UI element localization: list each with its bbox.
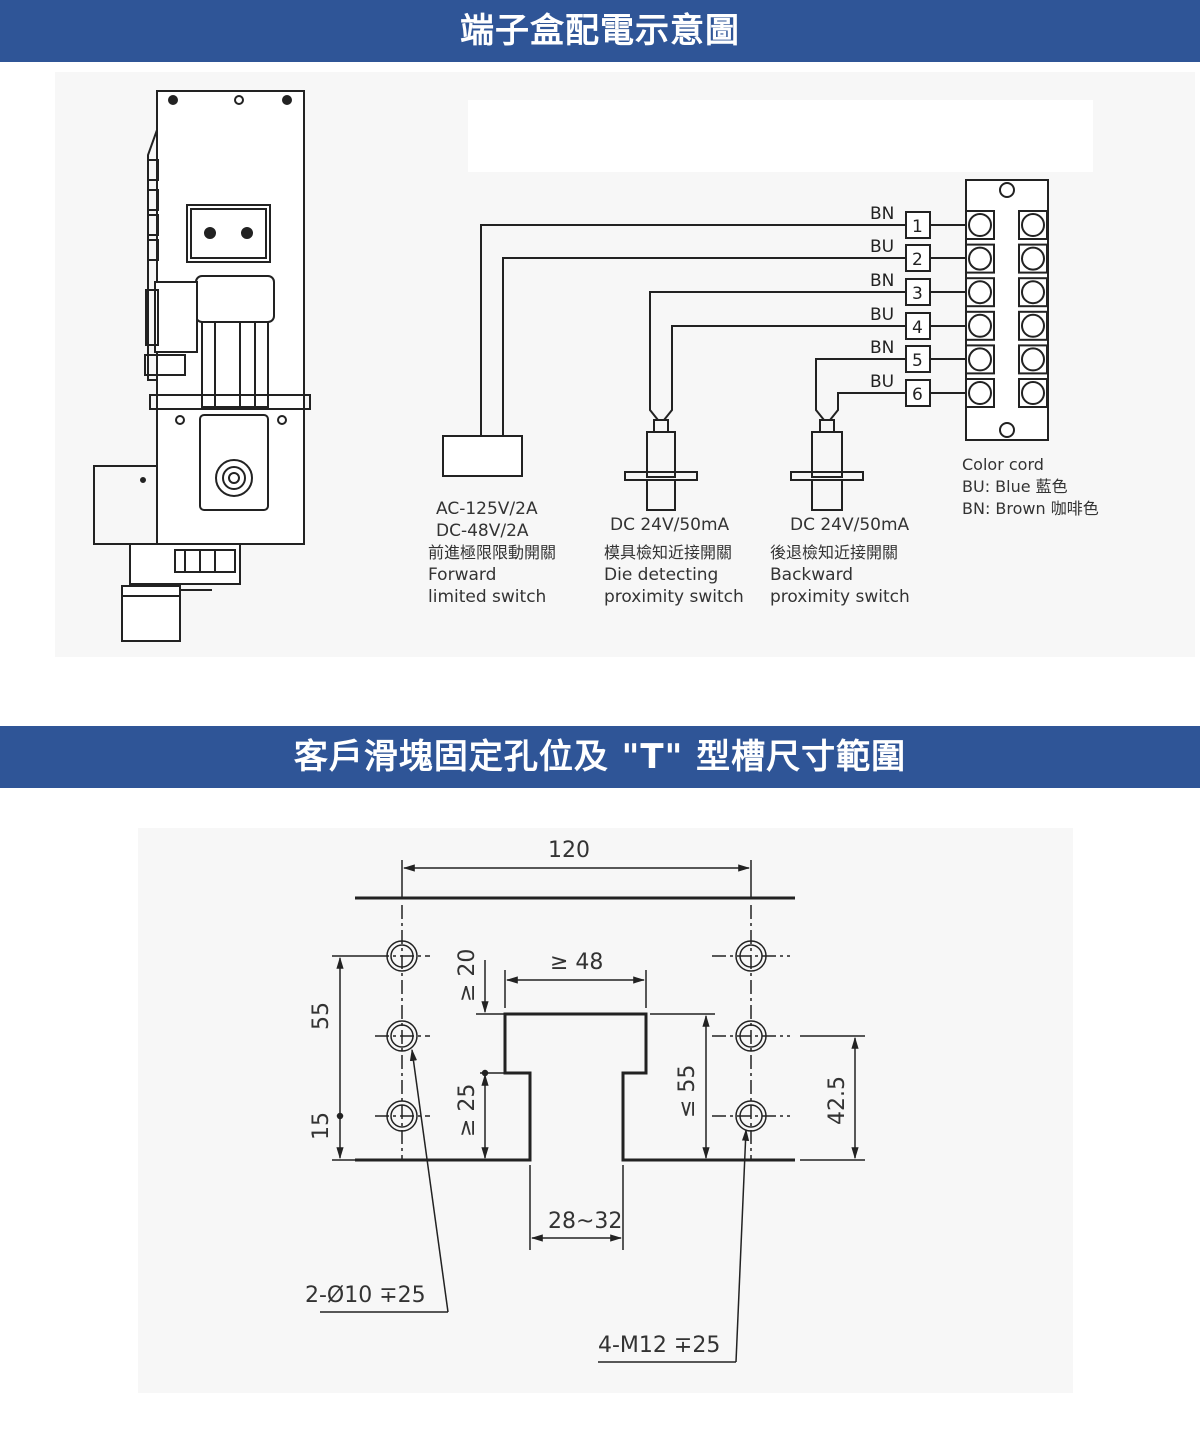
terminal-screw	[968, 246, 992, 271]
dim-slot-bottom: 28~32	[548, 1209, 622, 1234]
terminal-2: BU 2	[870, 237, 931, 272]
switch-forward-rating1: AC-125V/2A	[436, 499, 538, 519]
switch-die-zh: 模具檢知近接開關	[604, 543, 732, 562]
terminal-screw-box	[1018, 310, 1048, 341]
machine-side-view	[93, 90, 311, 642]
legend-bu: BU: Blue 藍色	[962, 477, 1068, 496]
terminal-labels: BN 1 BU 2 BN 3 BU 4 BN 5 BU 6	[870, 204, 931, 407]
terminal-num-3: 3	[912, 284, 923, 304]
wire-label-3: BN	[870, 271, 894, 291]
switch-die-rating: DC 24V/50mA	[610, 515, 730, 535]
color-legend: Color cord BU: Blue 藍色 BN: Brown 咖啡色	[962, 455, 1099, 518]
terminal-screw	[968, 213, 992, 237]
terminal-screw	[968, 347, 992, 372]
wire-label-6: BU	[870, 372, 894, 392]
wire-label-4: BU	[870, 305, 894, 325]
terminal-num-4: 4	[912, 318, 923, 338]
dimension-labels: 120 ≥ 48 28~32 ≥ 20 ≥ 25 ≤ 55 42.5 55 15…	[305, 838, 850, 1358]
dim-width: 120	[548, 838, 590, 863]
terminal-screw-box	[1018, 344, 1048, 375]
dim-slot-top: ≥ 48	[550, 950, 603, 975]
hole-note: 2-Ø10 ∓25	[305, 1283, 426, 1308]
terminal-screw-box	[1018, 243, 1048, 274]
wires	[442, 224, 966, 511]
thread-note: 4-M12 ∓25	[598, 1333, 720, 1358]
terminal-num-6: 6	[912, 385, 923, 405]
terminal-5: BN 5	[870, 338, 931, 373]
terminal-screw	[968, 381, 992, 405]
switch-backward-en1: Backward	[770, 565, 853, 585]
switch-forward-zh: 前進極限限動開關	[428, 543, 556, 562]
terminal-num-2: 2	[912, 250, 923, 270]
wire-label-5: BN	[870, 338, 894, 358]
t-slot-profile	[355, 1012, 795, 1162]
switch-die-en1: Die detecting	[604, 565, 718, 585]
legend-title: Color cord	[962, 455, 1044, 474]
terminal-screw	[1021, 381, 1045, 405]
dim-pitch-55: 55	[309, 1002, 334, 1030]
wiring-diagram: BN 1 BU 2 BN 3 BU 4 BN 5 BU 6	[55, 72, 1195, 657]
terminal-4: BU 4	[870, 305, 931, 340]
switch-forward-rating2: DC-48V/2A	[436, 521, 529, 541]
dim-slot-height: ≤ 55	[675, 1065, 700, 1118]
terminal-screw-box	[1018, 277, 1048, 308]
legend-bn: BN: Brown 咖啡色	[962, 499, 1099, 518]
switch-backward-zh: 後退檢知近接開關	[770, 543, 898, 562]
terminal-screw	[1021, 213, 1045, 237]
switch-backward-caption: DC 24V/50mA 後退檢知近接開關 Backward proximity …	[770, 515, 910, 607]
section-title-slot: 客戶滑塊固定孔位及 "T" 型槽尺寸範圍	[0, 726, 1200, 788]
terminal-num-1: 1	[912, 217, 923, 237]
terminal-screw-box	[1018, 378, 1048, 408]
terminal-screw	[968, 280, 992, 305]
wire-label-1: BN	[870, 204, 894, 224]
switch-die-en2: proximity switch	[604, 587, 744, 607]
wire-label-2: BU	[870, 237, 894, 257]
terminal-screw	[1021, 347, 1045, 372]
dim-pitch-15: 15	[309, 1112, 334, 1140]
terminal-6: BU 6	[870, 372, 931, 407]
switch-die-caption: DC 24V/50mA 模具檢知近接開關 Die detecting proxi…	[604, 515, 744, 607]
dim-depth-bottom: ≥ 25	[455, 1084, 480, 1137]
terminal-screw	[1021, 280, 1045, 305]
terminal-1: BN 1	[870, 204, 931, 239]
dim-height-right: 42.5	[825, 1076, 850, 1125]
mounting-holes	[386, 940, 767, 1132]
section-title-wiring: 端子盒配電示意圖	[0, 0, 1200, 62]
switch-forward-caption: AC-125V/2A DC-48V/2A 前進極限限動開關 Forward li…	[428, 499, 556, 607]
terminal-screw	[1021, 313, 1045, 338]
switch-backward-rating: DC 24V/50mA	[790, 515, 910, 535]
terminal-screw	[968, 313, 992, 338]
switch-forward-en1: Forward	[428, 565, 496, 585]
terminal-screw-box	[1018, 210, 1048, 240]
terminal-block	[965, 179, 1049, 441]
switch-forward-en2: limited switch	[428, 587, 546, 607]
switch-backward-en2: proximity switch	[770, 587, 910, 607]
terminal-3: BN 3	[870, 271, 931, 306]
terminal-screw	[1021, 246, 1045, 271]
dimension-drawing: 120 ≥ 48 28~32 ≥ 20 ≥ 25 ≤ 55 42.5 55 15…	[138, 828, 1073, 1393]
dim-depth-top: ≥ 20	[455, 949, 480, 1002]
terminal-num-5: 5	[912, 351, 923, 371]
